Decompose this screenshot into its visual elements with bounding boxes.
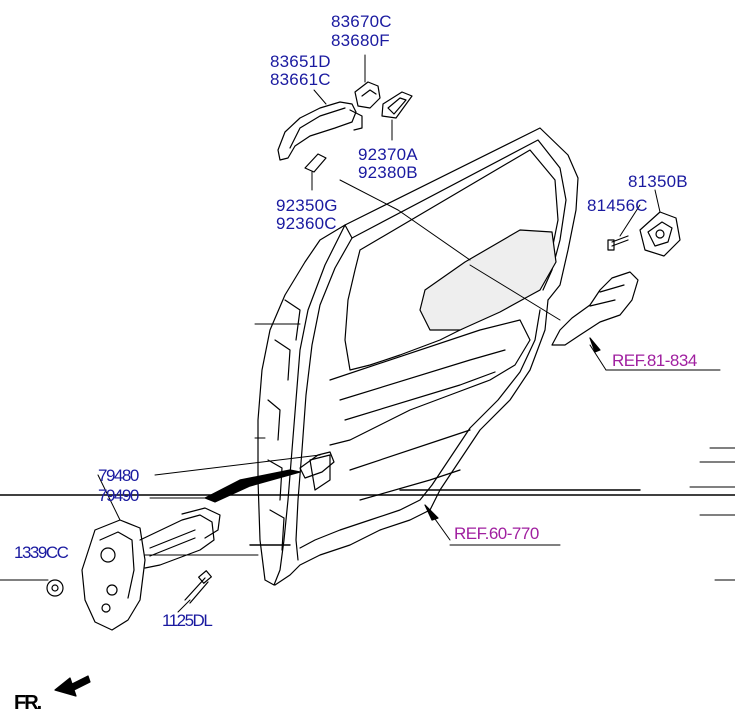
inner-panel-shade [419,229,557,331]
part-label-79490: 79490 [98,486,139,505]
gasket-front-inner [387,97,407,115]
ref-label-60-770[interactable]: REF.60-770 [454,524,539,543]
ref-label-81-834[interactable]: REF.81-834 [612,351,697,370]
nut [46,579,64,597]
handle-cover [354,81,381,109]
part-label-1339CC: 1339CC [14,543,69,562]
gasket-front [381,91,413,119]
part-label-83661C: 83661C [270,70,331,89]
fr-arrow-icon [54,675,91,697]
striker-bracket [639,211,681,257]
direction-label: FR. [14,692,42,714]
part-label-92360C: 92360C [276,214,337,233]
leader-lines [0,54,735,613]
assembly-arrow [204,469,301,503]
part-label-1125DL: 1125DL [162,611,213,630]
bolt [607,235,629,251]
gasket-rear [304,153,327,173]
door-checker [81,507,221,631]
part-label-83670C: 83670C [331,12,392,31]
part-label-83651D: 83651D [270,52,331,71]
part-label-92380B: 92380B [358,163,418,182]
checker-link [299,451,335,479]
ref-arrow-1 [589,337,601,353]
outside-handle [277,101,363,161]
part-label-79480: 79480 [98,466,139,485]
checker-bolt [184,570,213,604]
ref-arrow-2 [424,504,439,521]
part-label-81350B: 81350B [628,172,688,191]
scan-lines [0,489,735,546]
latch-module [551,271,639,346]
part-label-92370A: 92370A [358,145,418,164]
part-label-92350G: 92350G [276,196,338,215]
part-label-81456C: 81456C [587,196,648,215]
part-label-83680F: 83680F [331,31,390,50]
